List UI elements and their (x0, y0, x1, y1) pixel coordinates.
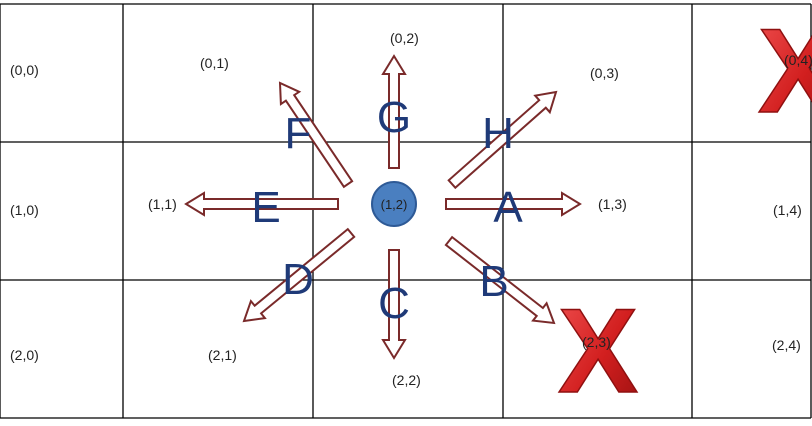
cell-label-1-0: (1,0) (10, 202, 39, 218)
direction-letter-d: D (282, 255, 314, 304)
cell-label-0-3: (0,3) (590, 65, 619, 81)
blocked-x-mark-2-3: X (558, 284, 638, 418)
direction-letter-g: G (377, 93, 411, 142)
arrow-h (447, 90, 558, 190)
direction-letter-a: A (493, 183, 523, 232)
cell-label-2-2: (2,2) (392, 372, 421, 388)
cell-label-1-3: (1,3) (598, 196, 627, 212)
arrow-f (278, 81, 354, 189)
agent-label: (1,2) (381, 197, 408, 212)
agent-circle (371, 181, 417, 227)
direction-letter-h: H (482, 109, 514, 158)
cell-label-2-1: (2,1) (208, 347, 237, 363)
arrow-b (444, 235, 556, 325)
cell-label-2-4: (2,4) (772, 337, 801, 353)
direction-letter-b: B (479, 257, 508, 306)
blocked-x-mark-0-4: X (758, 4, 812, 138)
direction-arrows (184, 54, 582, 360)
cell-label-0-0: (0,0) (10, 62, 39, 78)
cell-label-1-4: (1,4) (773, 202, 802, 218)
cell-label-0-1: (0,1) (200, 55, 229, 71)
arrow-d (242, 227, 356, 323)
cell-label-2-3: (2,3) (582, 334, 611, 350)
direction-letter-c: C (378, 279, 410, 328)
cell-label-1-1: (1,1) (148, 196, 177, 212)
arrow-c (381, 249, 407, 360)
cell-label-0-4: (0,4) (784, 52, 812, 68)
cell-label-2-0: (2,0) (10, 347, 39, 363)
arrow-a (445, 191, 582, 217)
grid-lines (0, 3, 812, 419)
arrow-g (381, 54, 407, 169)
cell-label-0-2: (0,2) (390, 30, 419, 46)
direction-letter-e: E (251, 183, 280, 232)
direction-letter-f: F (285, 109, 312, 158)
arrow-e (184, 191, 339, 217)
